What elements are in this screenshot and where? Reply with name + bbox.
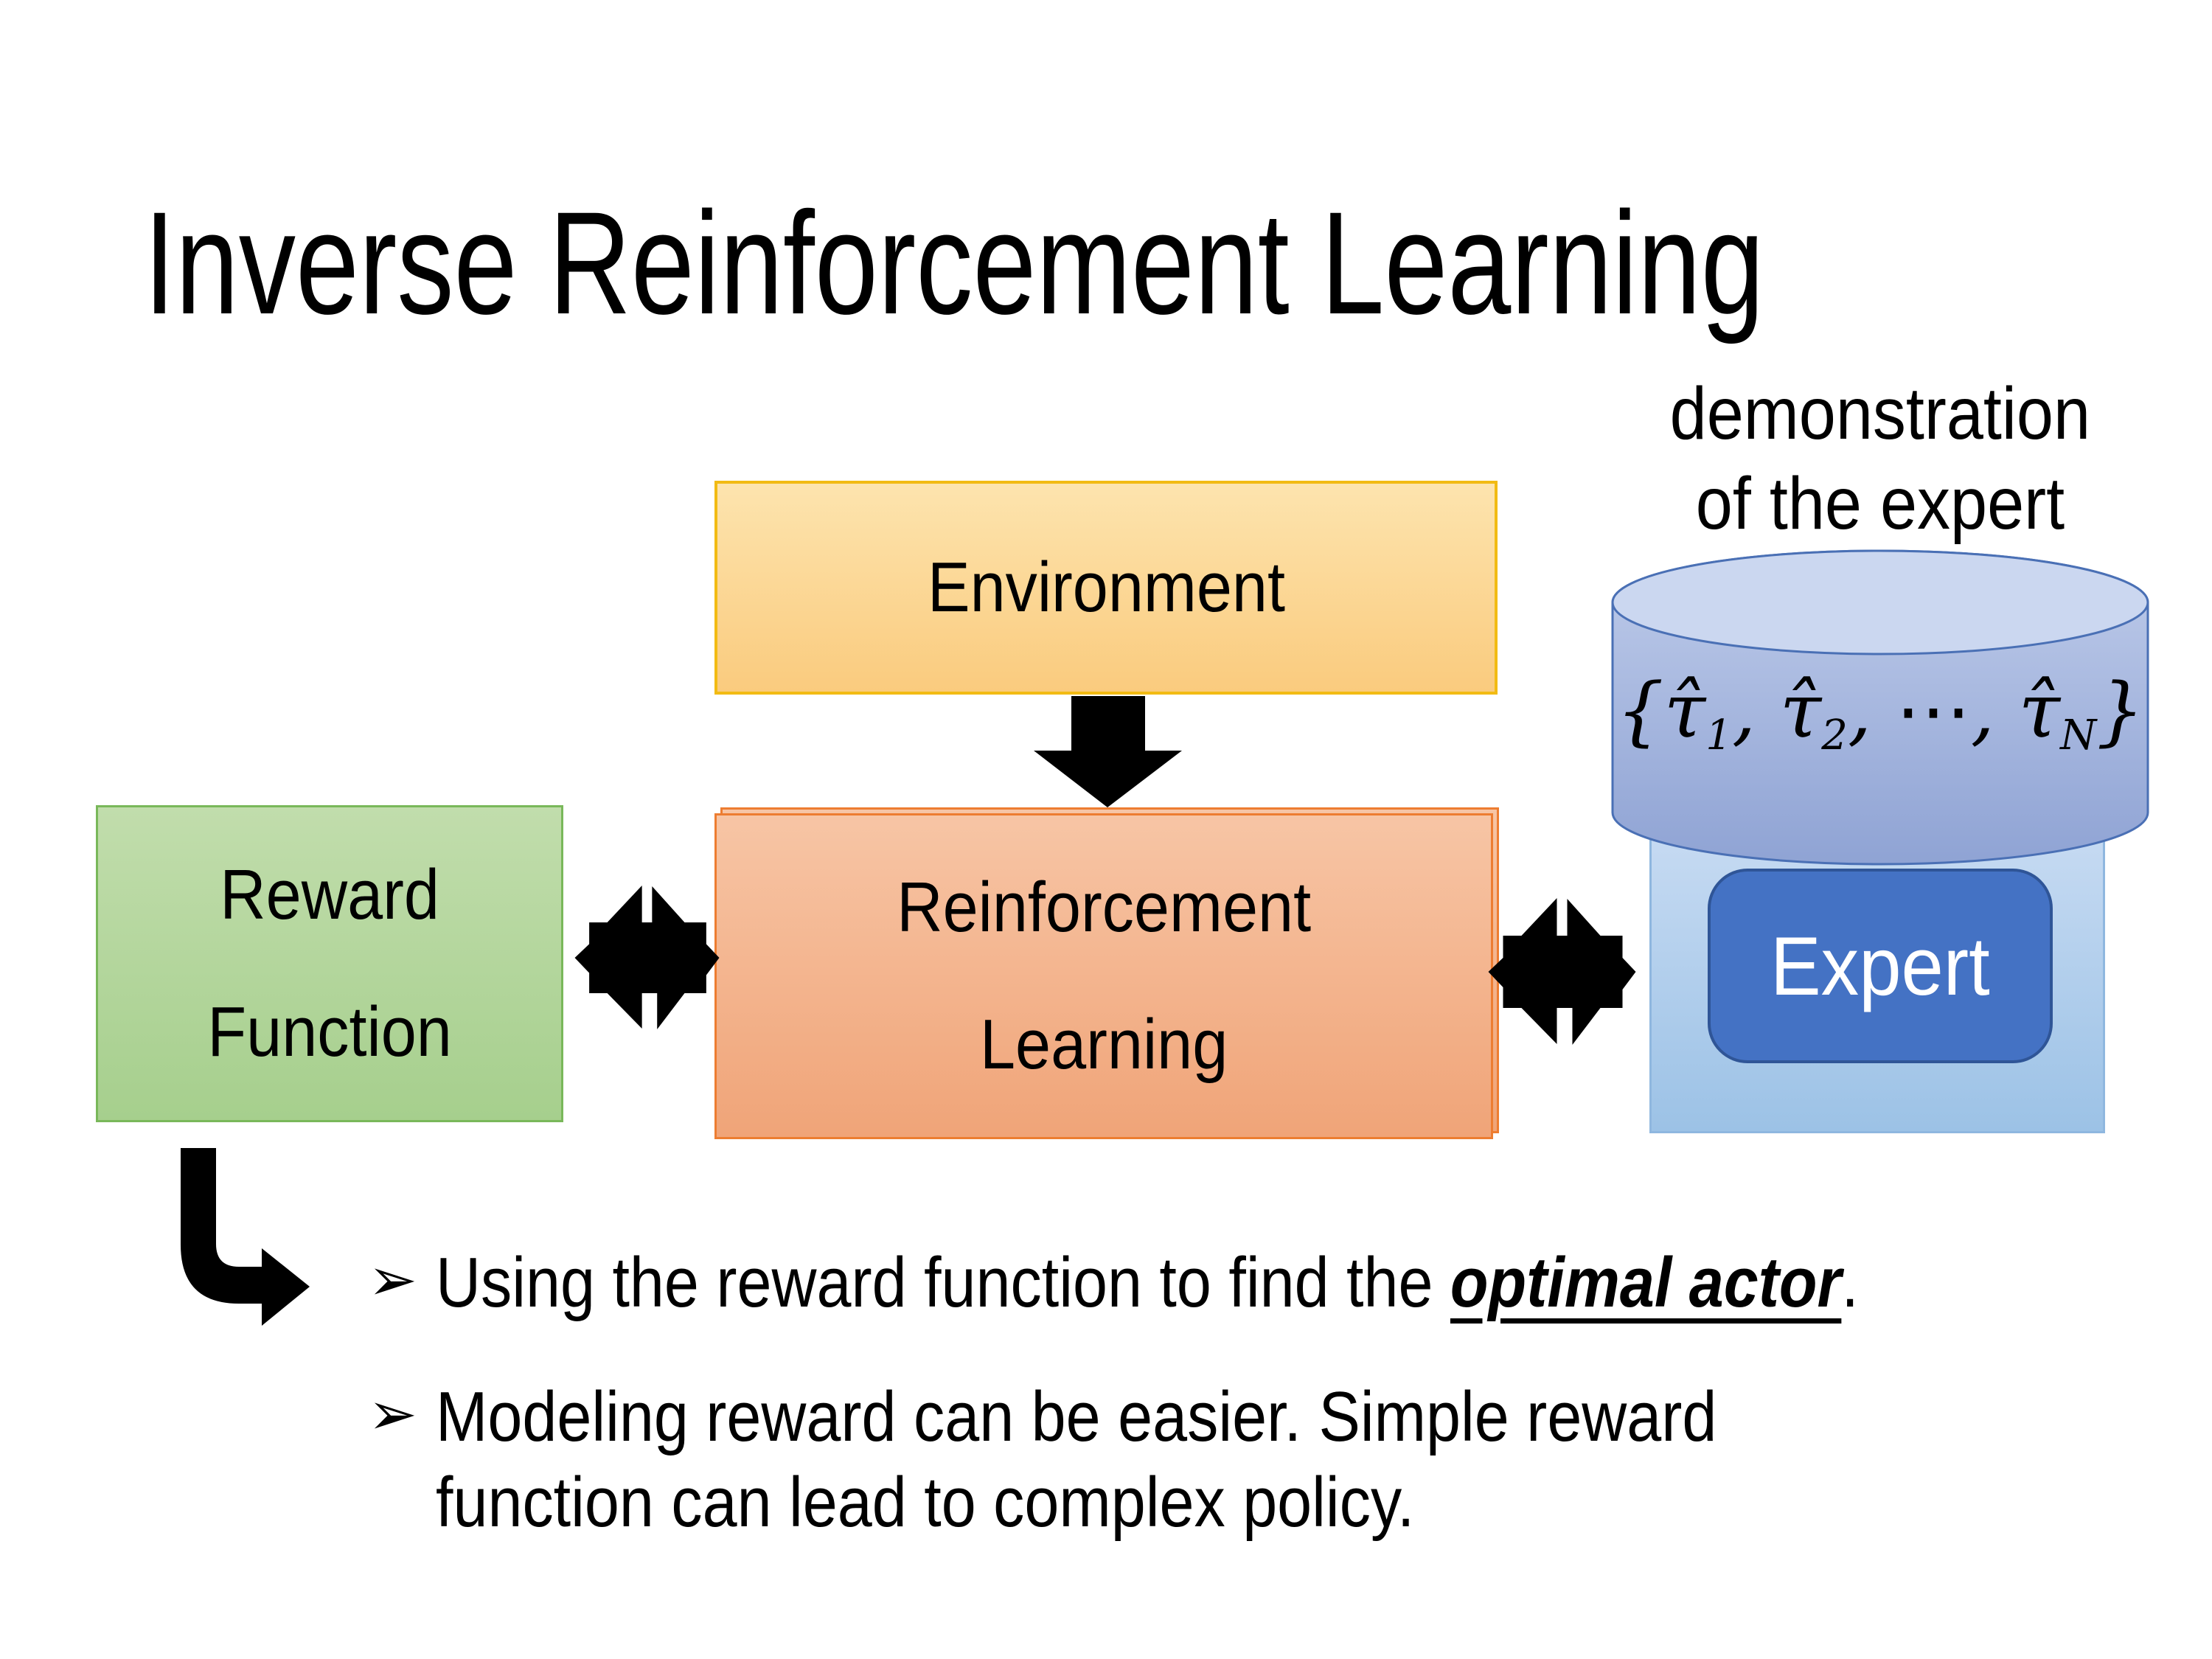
reward-function-box: Reward Function (96, 805, 563, 1122)
reinforcement-learning-label: Reinforcement Learning (897, 868, 1311, 1084)
bullet-item-2-text: Modeling reward can be easier. Simple re… (436, 1377, 1717, 1542)
bullet-list: ➢ Using the reward function to find the … (368, 1240, 2138, 1545)
expert-box: Expert (1708, 869, 2053, 1063)
elbow-arrow-icon (181, 1148, 310, 1326)
environment-label: Environment (927, 548, 1285, 627)
demonstration-label: demonstration of the expert (1578, 369, 2183, 549)
demonstration-label-line2: of the expert (1695, 462, 2065, 545)
bullet-item-2: ➢ Modeling reward can be easier. Simple … (368, 1374, 2138, 1545)
down-arrow-icon (1034, 696, 1182, 807)
bullet-item-1: ➢ Using the reward function to find the … (368, 1240, 2138, 1326)
bullet-marker-icon: ➢ (368, 1380, 418, 1448)
page-title-text: Inverse Reinforcement Learning (144, 181, 1764, 344)
reward-function-label: Reward Function (207, 855, 452, 1071)
trajectory-set-formula: {τ̂1, τ̂2, ⋯, τ̂N} (1615, 667, 2145, 759)
demonstration-label-line1: demonstration (1669, 372, 2091, 455)
optimal-actor-emphasis: optimal actor (1450, 1243, 1842, 1322)
database-cylinder-icon (1611, 549, 2149, 866)
reinforcement-learning-box: Reinforcement Learning (714, 813, 1493, 1139)
environment-box: Environment (714, 481, 1498, 695)
expert-label: Expert (1770, 919, 1990, 1012)
bullet-item-1-text: Using the reward function to find the op… (436, 1243, 1859, 1322)
bidirectional-arrow-right-icon (1488, 898, 1636, 1045)
page-title: Inverse Reinforcement Learning (144, 186, 2212, 341)
bullet-marker-icon: ➢ (368, 1245, 418, 1314)
bidirectional-arrow-left-icon (574, 885, 720, 1029)
